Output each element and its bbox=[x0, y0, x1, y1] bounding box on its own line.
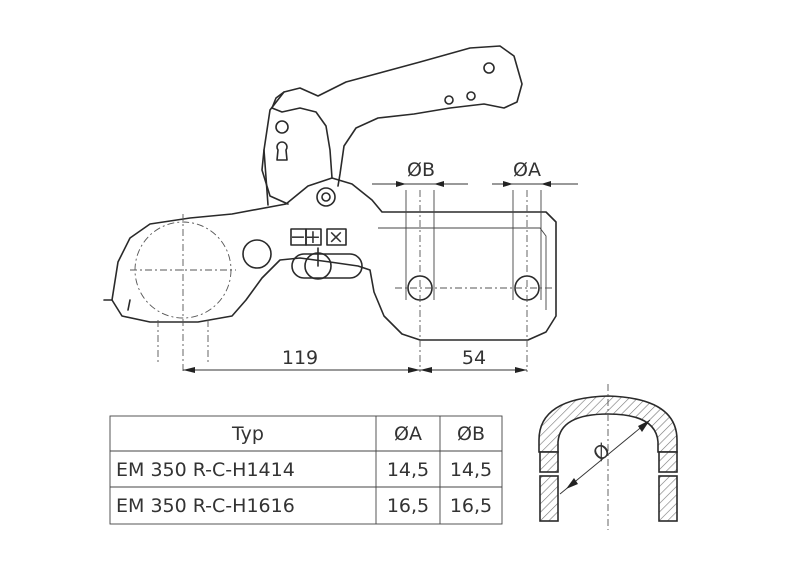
dim-54-label: 54 bbox=[462, 347, 486, 369]
dim-a-arrow-left bbox=[503, 181, 513, 187]
lock-lever-plate bbox=[261, 149, 289, 205]
socket-lip bbox=[103, 299, 131, 311]
dim-b-label: ØB bbox=[407, 159, 435, 181]
u-bolt-leg-right bbox=[658, 475, 678, 522]
lever-hole bbox=[275, 120, 289, 134]
handle-hole-1 bbox=[483, 62, 495, 74]
dim-b-arrow-right bbox=[434, 181, 444, 187]
handle-hole-2 bbox=[444, 95, 454, 105]
dim-54-arrow-left bbox=[420, 367, 432, 373]
dim-b-arrow-left bbox=[396, 181, 406, 187]
body-inner-edge bbox=[378, 227, 547, 310]
table-header-dia-b: ØB bbox=[457, 423, 485, 445]
indicator-box-cross bbox=[326, 228, 347, 246]
u-bolt-hatched bbox=[538, 395, 678, 453]
table-row-1-type: EM 350 R-C-H1414 bbox=[116, 459, 295, 481]
u-bolt-leg-right-top bbox=[658, 451, 678, 473]
handle-lever bbox=[263, 45, 523, 206]
spec-table: Typ ØA ØB EM 350 R-C-H1414 14,5 14,5 EM … bbox=[109, 415, 503, 525]
label-plus: + bbox=[305, 226, 321, 248]
table-row-2-dia-a: 16,5 bbox=[387, 495, 429, 517]
dim-a-arrow-right bbox=[541, 181, 551, 187]
body-hole bbox=[242, 239, 272, 269]
label-cross: × bbox=[328, 226, 344, 248]
table-row-1-dia-b: 14,5 bbox=[450, 459, 492, 481]
table-row-2-dia-b: 16,5 bbox=[450, 495, 492, 517]
lever-pivot-inner bbox=[321, 192, 331, 202]
u-bolt-dia-label: Ø bbox=[589, 439, 615, 465]
coupling-side-view: − + × bbox=[103, 45, 560, 372]
lever-pivot bbox=[316, 187, 336, 207]
table-row-1-dia-a: 14,5 bbox=[387, 459, 429, 481]
dim-a-label: ØA bbox=[513, 159, 541, 181]
handle-lower-edge bbox=[271, 91, 333, 179]
table-frame bbox=[109, 415, 503, 525]
dim-119-arrow-right bbox=[408, 367, 420, 373]
dim-54-arrow-right bbox=[515, 367, 527, 373]
u-bolt-dia-arrow-1 bbox=[566, 478, 578, 489]
u-bolt-leg-left-top bbox=[539, 451, 559, 473]
handle-hole-3 bbox=[466, 91, 476, 101]
indicator-box-plus bbox=[305, 228, 322, 246]
u-bolt-dia-arrow-2 bbox=[638, 420, 650, 432]
dimension-annotations: ØB ØA 119 54 bbox=[183, 159, 578, 373]
dim-119-label: 119 bbox=[282, 347, 318, 369]
label-minus: − bbox=[290, 226, 306, 248]
table-header-dia-a: ØA bbox=[394, 423, 422, 445]
indicator-window bbox=[291, 253, 363, 279]
dim-119-arrow-left bbox=[183, 367, 195, 373]
u-bolt-leg-left bbox=[539, 475, 559, 522]
table-row-2-type: EM 350 R-C-H1616 bbox=[116, 495, 295, 517]
coupling-body bbox=[111, 177, 557, 341]
keyhole bbox=[276, 141, 288, 161]
table-header-typ: Typ bbox=[231, 423, 264, 445]
u-bolt-section: Ø bbox=[538, 384, 678, 530]
